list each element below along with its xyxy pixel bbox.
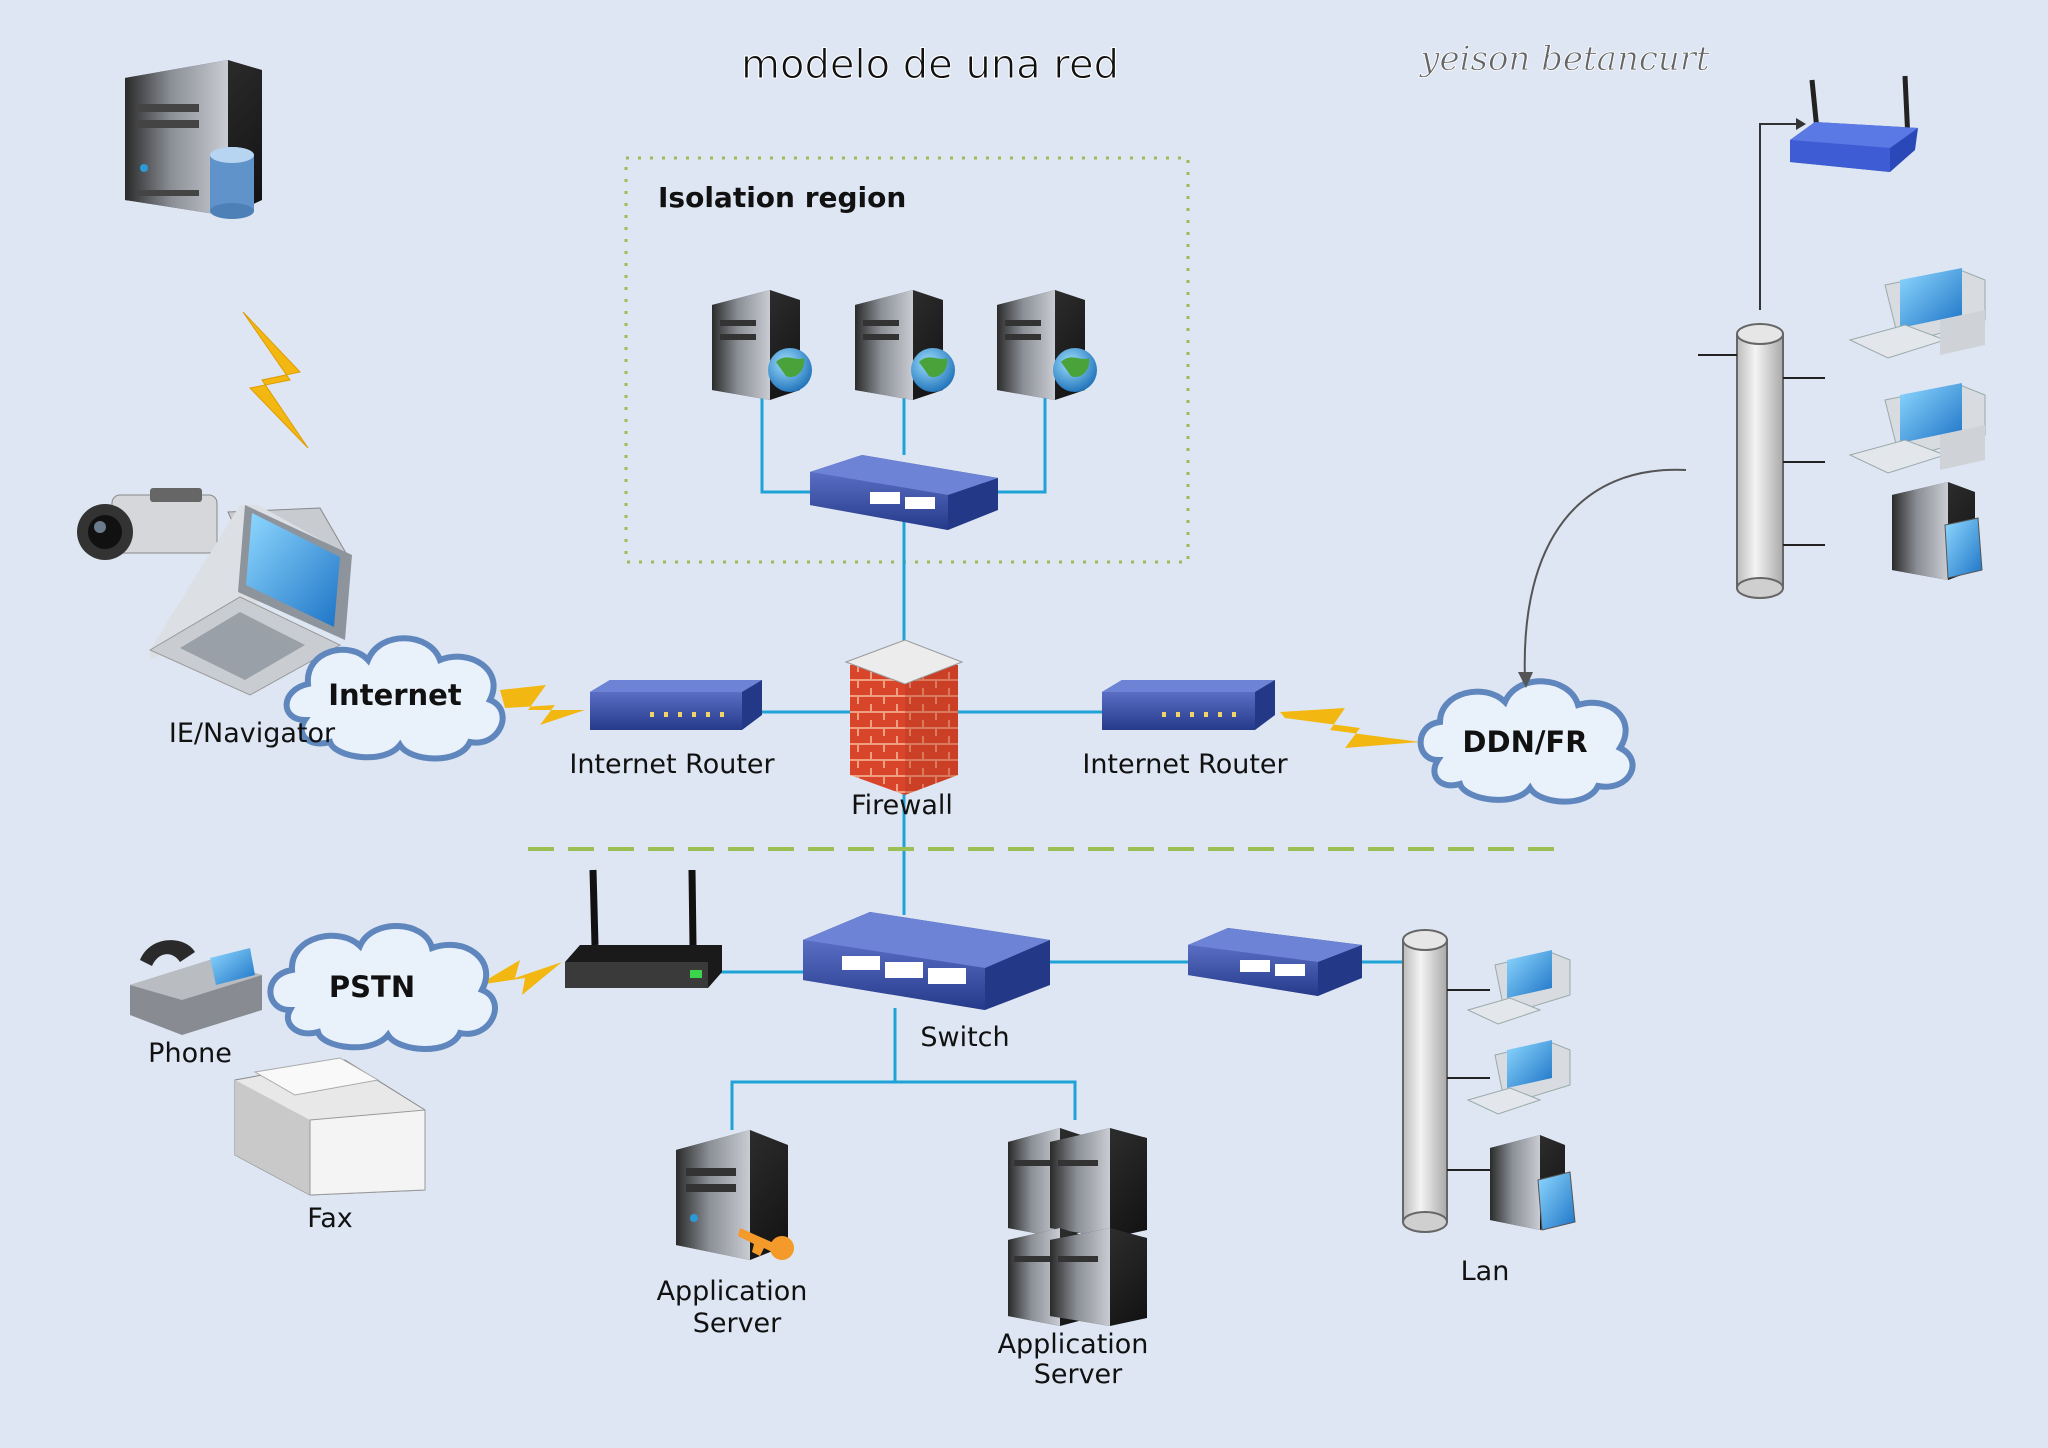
pstn-cloud-label: PSTN — [329, 970, 415, 1004]
phone-label: Phone — [148, 1038, 232, 1069]
main-switch-icon — [803, 912, 1050, 1010]
app-server-2-label-line1: Application — [998, 1329, 1149, 1360]
lan-switch-icon — [1188, 928, 1362, 996]
wireless-link-icon — [500, 685, 585, 725]
app-server-2-label-line2: Server — [1034, 1359, 1123, 1390]
internet-cloud-label: Internet — [328, 678, 462, 712]
ddn-fr-cloud: DDN/FR — [1417, 678, 1636, 805]
lan-backbone-pipe — [1402, 929, 1448, 1233]
ddn-fr-cloud-label: DDN/FR — [1462, 725, 1587, 759]
lan-label: Lan — [1461, 1256, 1510, 1287]
fax-printer-icon — [234, 1057, 426, 1196]
web-server-icon — [997, 290, 1097, 400]
lan-taps — [1447, 989, 1490, 1171]
wireless-link-icon — [242, 311, 309, 449]
internet-cloud: Internet — [283, 635, 506, 762]
arrowhead-icon — [1518, 672, 1533, 688]
laptop-icon — [148, 505, 352, 696]
internet-router-left-icon — [590, 680, 762, 730]
diagram-title: modelo de una red — [741, 42, 1119, 88]
wireless-access-point-icon — [565, 869, 722, 988]
web-server-icon — [855, 290, 955, 400]
wireless-link-icon — [1280, 708, 1420, 748]
router-left-label: Internet Router — [569, 749, 775, 780]
internet-router-right-icon — [1102, 680, 1275, 730]
isolation-region-border — [624, 156, 1190, 564]
ie-navigator-label: IE/Navigator — [169, 718, 336, 749]
author-signature: yeison betancurt — [1418, 39, 1710, 79]
app-server-1-label-line2: Server — [693, 1308, 782, 1339]
application-server-cluster-icon — [1008, 1128, 1147, 1326]
isolation-region-label: Isolation region — [658, 181, 906, 214]
wireless-router-icon — [1790, 75, 1918, 172]
router-right-label: Internet Router — [1082, 749, 1288, 780]
desktop-computer-icon — [1848, 268, 1986, 359]
isolation-switch-icon — [810, 455, 998, 530]
camcorder-icon — [77, 488, 218, 560]
pstn-cloud: PSTN — [267, 923, 498, 1052]
ddn-connection-arrow — [1523, 468, 1687, 681]
backbone-pipe-top — [1736, 323, 1784, 599]
firewall-icon — [844, 639, 964, 795]
workstation-tower-icon — [1490, 1135, 1576, 1231]
desktop-computer-icon — [1848, 383, 1986, 474]
app-server-1-label-line1: Application — [657, 1276, 808, 1307]
application-server-key-icon — [676, 1130, 794, 1260]
desktop-computer-icon — [1466, 1040, 1571, 1115]
arrowhead-icon — [1796, 118, 1806, 130]
backbone-taps — [1698, 354, 1825, 546]
wireless-link-icon — [478, 960, 562, 995]
workstation-tower-icon — [1892, 482, 1983, 580]
fax-label: Fax — [307, 1203, 353, 1234]
phone-icon — [130, 940, 262, 1035]
router-uplink-arrow — [1759, 123, 1800, 310]
web-server-icon — [712, 290, 812, 400]
desktop-computer-icon — [1466, 950, 1571, 1025]
server-with-database-icon — [125, 60, 262, 219]
switch-label: Switch — [920, 1022, 1009, 1053]
firewall-label: Firewall — [851, 790, 953, 821]
